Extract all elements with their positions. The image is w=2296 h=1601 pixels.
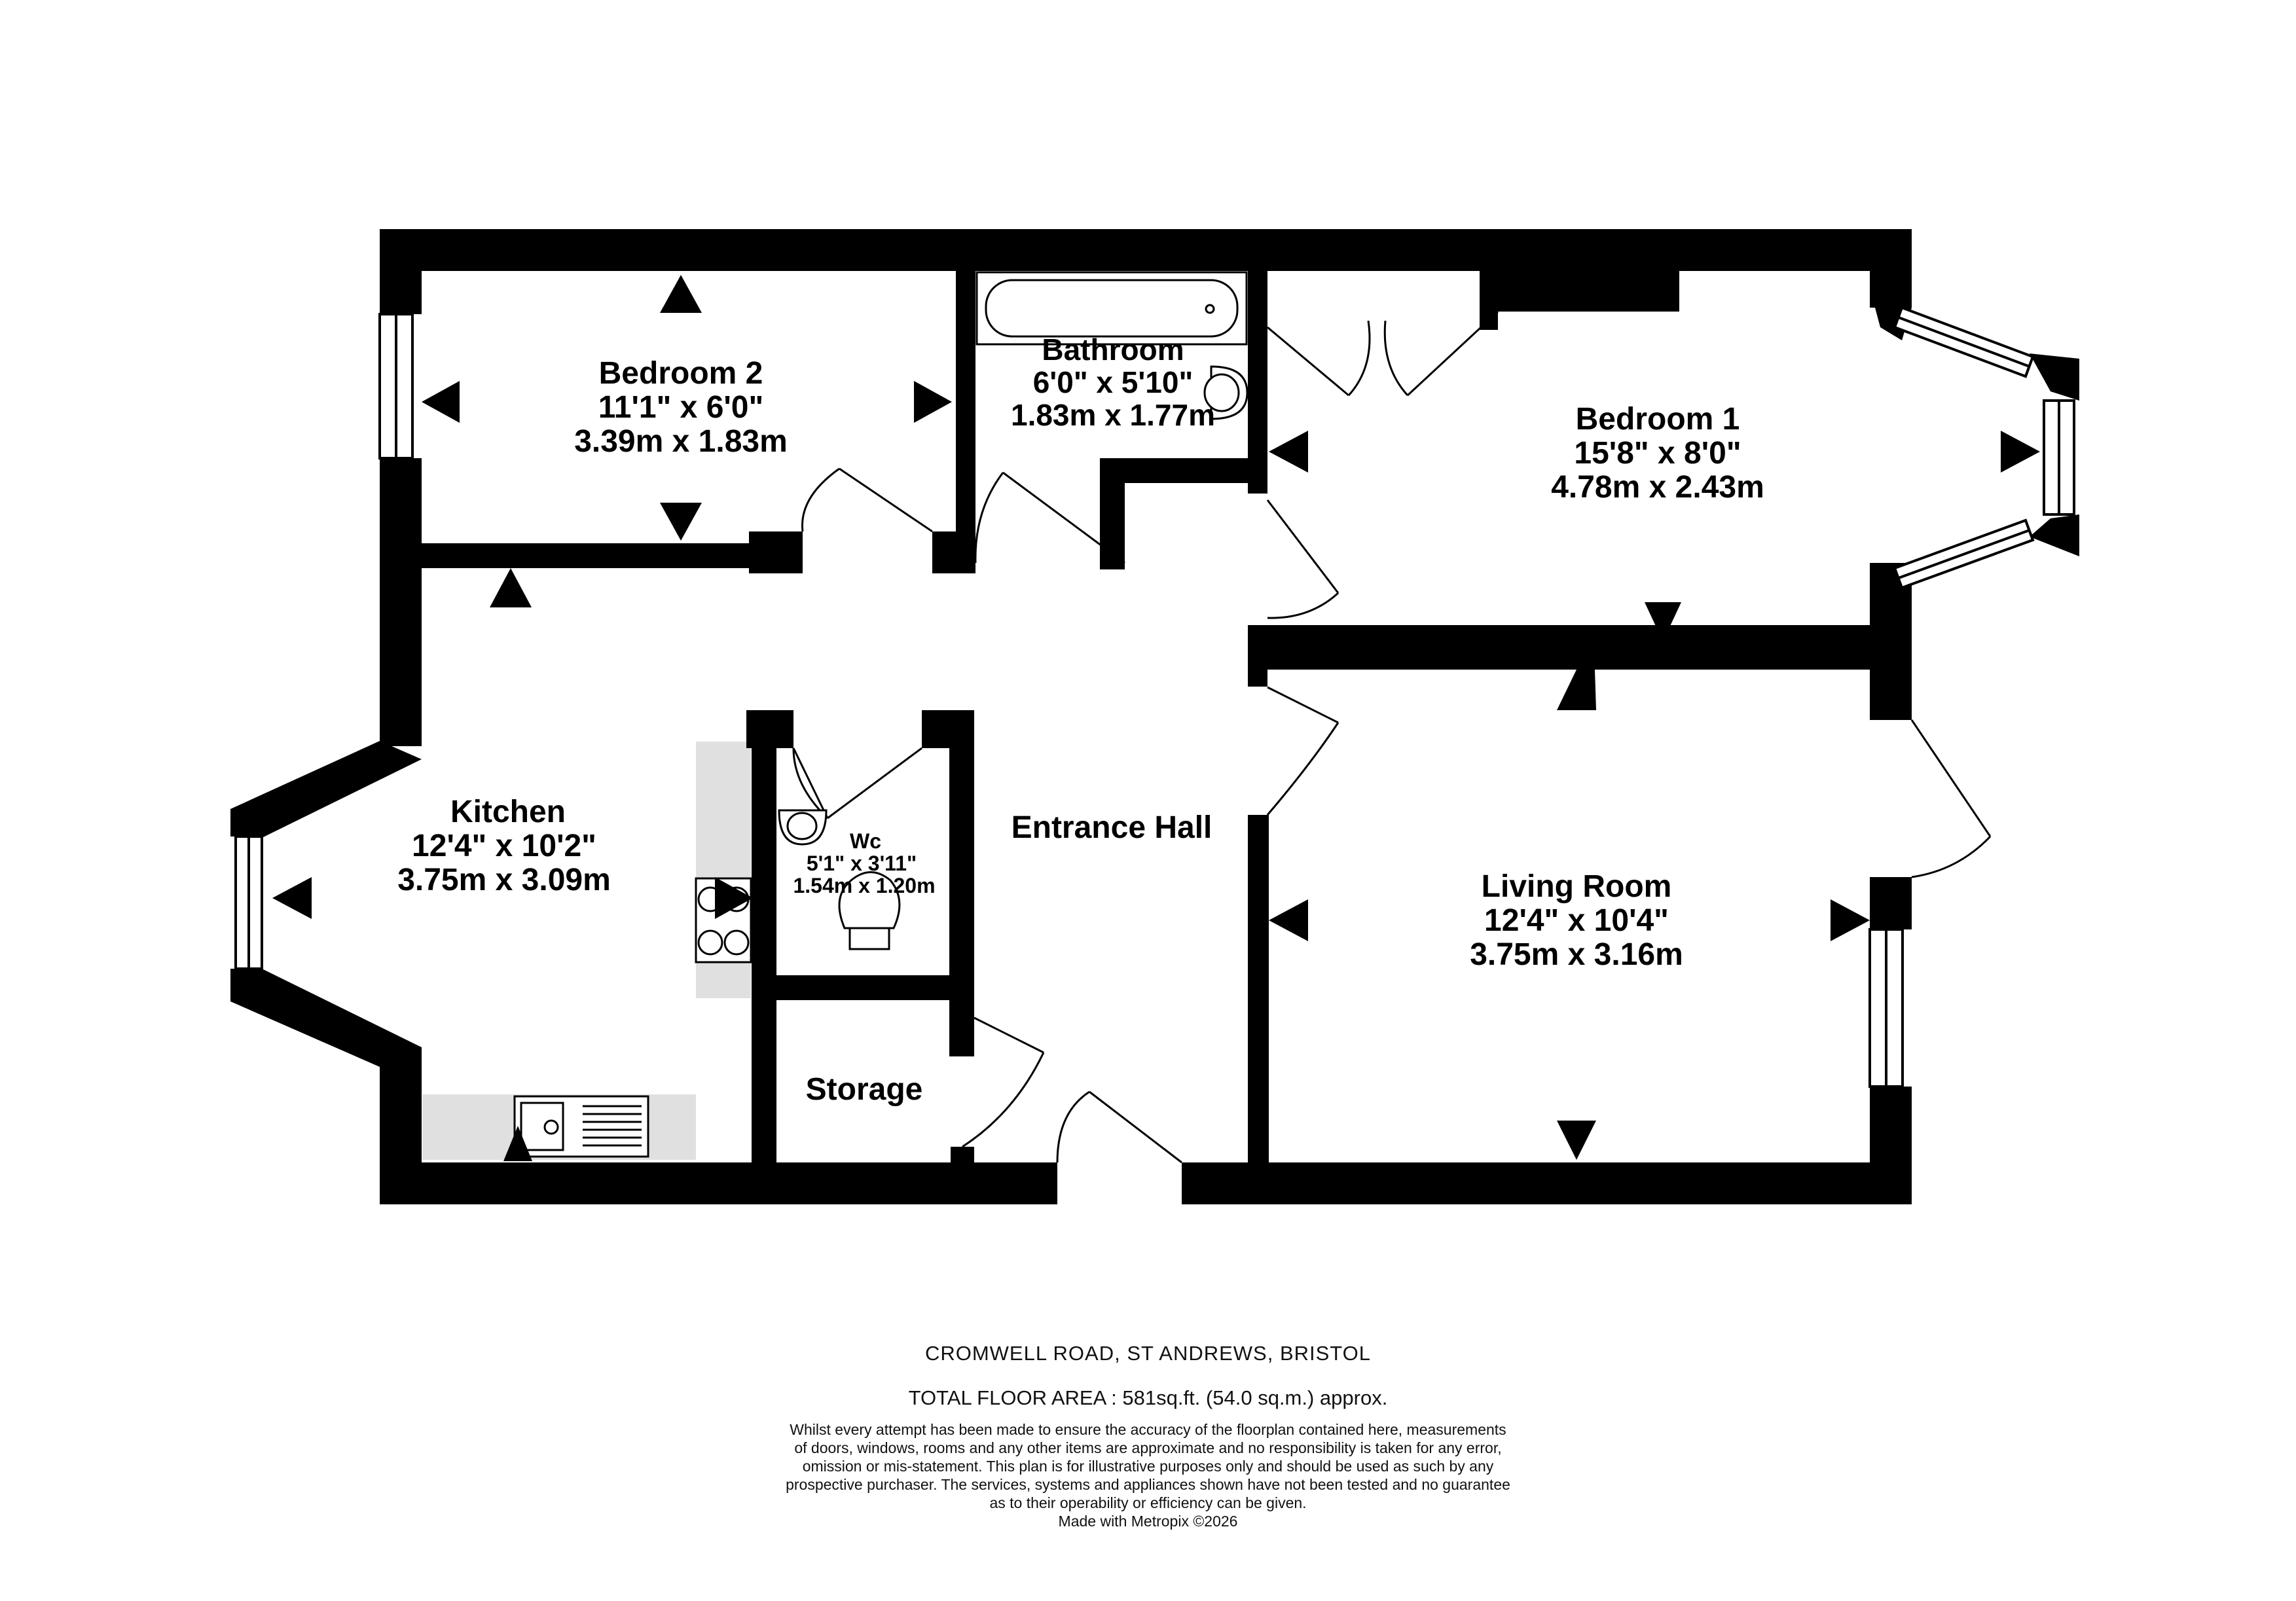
room-name: Bedroom 2 bbox=[599, 356, 763, 391]
room-size-imperial: 15'8" x 8'0" bbox=[1574, 436, 1741, 471]
toilet bbox=[838, 871, 901, 929]
room-name: Wc bbox=[850, 829, 881, 853]
dimension-arrows bbox=[272, 275, 2040, 1161]
disclaimer-line: Whilst every attempt has been made to en… bbox=[790, 1421, 1506, 1438]
room-size-metric: 1.83m x 1.77m bbox=[1011, 398, 1215, 432]
room-size-imperial: 5'1" x 3'11" bbox=[807, 852, 917, 875]
walls bbox=[230, 229, 2079, 1204]
room-size-metric: 3.75m x 3.09m bbox=[397, 863, 611, 897]
room-size-metric: 3.39m x 1.83m bbox=[574, 424, 788, 459]
room-name: Living Room bbox=[1482, 869, 1672, 904]
room-size-metric: 3.75m x 3.16m bbox=[1470, 937, 1683, 972]
doors bbox=[792, 310, 1992, 1164]
disclaimer-line: as to their operability or efficiency ca… bbox=[989, 1494, 1307, 1511]
room-size-imperial: 11'1" x 6'0" bbox=[598, 390, 764, 425]
disclaimer-line: omission or mis-statement. This plan is … bbox=[802, 1458, 1494, 1475]
room-size-metric: 1.54m x 1.20m bbox=[793, 874, 935, 897]
total-floor-area: TOTAL FLOOR AREA : 581sq.ft. (54.0 sq.m.… bbox=[908, 1386, 1388, 1409]
property-address: CROMWELL ROAD, ST ANDREWS, BRISTOL bbox=[924, 1342, 1372, 1365]
made-with: Made with Metropix ©2026 bbox=[1058, 1513, 1238, 1530]
room-label-bedroom-1: Bedroom 1 15'8" x 8'0" 4.78m x 2.43m bbox=[1551, 402, 1764, 505]
room-name: Bedroom 1 bbox=[1576, 402, 1740, 437]
room-name: Storage bbox=[806, 1072, 923, 1107]
drainer-lines bbox=[583, 1105, 642, 1147]
windows bbox=[234, 306, 2075, 1088]
room-label-storage: Storage bbox=[806, 1072, 923, 1107]
room-size-imperial: 12'4" x 10'4" bbox=[1484, 903, 1669, 938]
disclaimer-line: prospective purchaser. The services, sys… bbox=[786, 1476, 1510, 1493]
room-label-wc: Wc 5'1" x 3'11" 1.54m x 1.20m bbox=[793, 829, 935, 897]
room-label-bathroom: Bathroom 6'0" x 5'10" 1.83m x 1.77m bbox=[1011, 333, 1215, 432]
room-name: Bathroom bbox=[1042, 333, 1184, 367]
room-label-bedroom-2: Bedroom 2 11'1" x 6'0" 3.39m x 1.83m bbox=[574, 356, 788, 459]
room-label-living-room: Living Room 12'4" x 10'4" 3.75m x 3.16m bbox=[1470, 869, 1683, 972]
room-label-kitchen: Kitchen 12'4" x 10'2" 3.75m x 3.09m bbox=[397, 795, 611, 897]
disclaimer-line: of doors, windows, rooms and any other i… bbox=[794, 1439, 1502, 1456]
room-size-imperial: 6'0" x 5'10" bbox=[1033, 365, 1194, 399]
room-name: Entrance Hall bbox=[1011, 810, 1212, 845]
room-size-imperial: 12'4" x 10'2" bbox=[412, 829, 596, 863]
disclaimer: Whilst every attempt has been made to en… bbox=[0, 1420, 2296, 1530]
room-size-metric: 4.78m x 2.43m bbox=[1551, 470, 1764, 505]
fixtures bbox=[513, 271, 1248, 1158]
room-label-entrance-hall: Entrance Hall bbox=[1011, 810, 1212, 845]
room-name: Kitchen bbox=[450, 795, 566, 829]
